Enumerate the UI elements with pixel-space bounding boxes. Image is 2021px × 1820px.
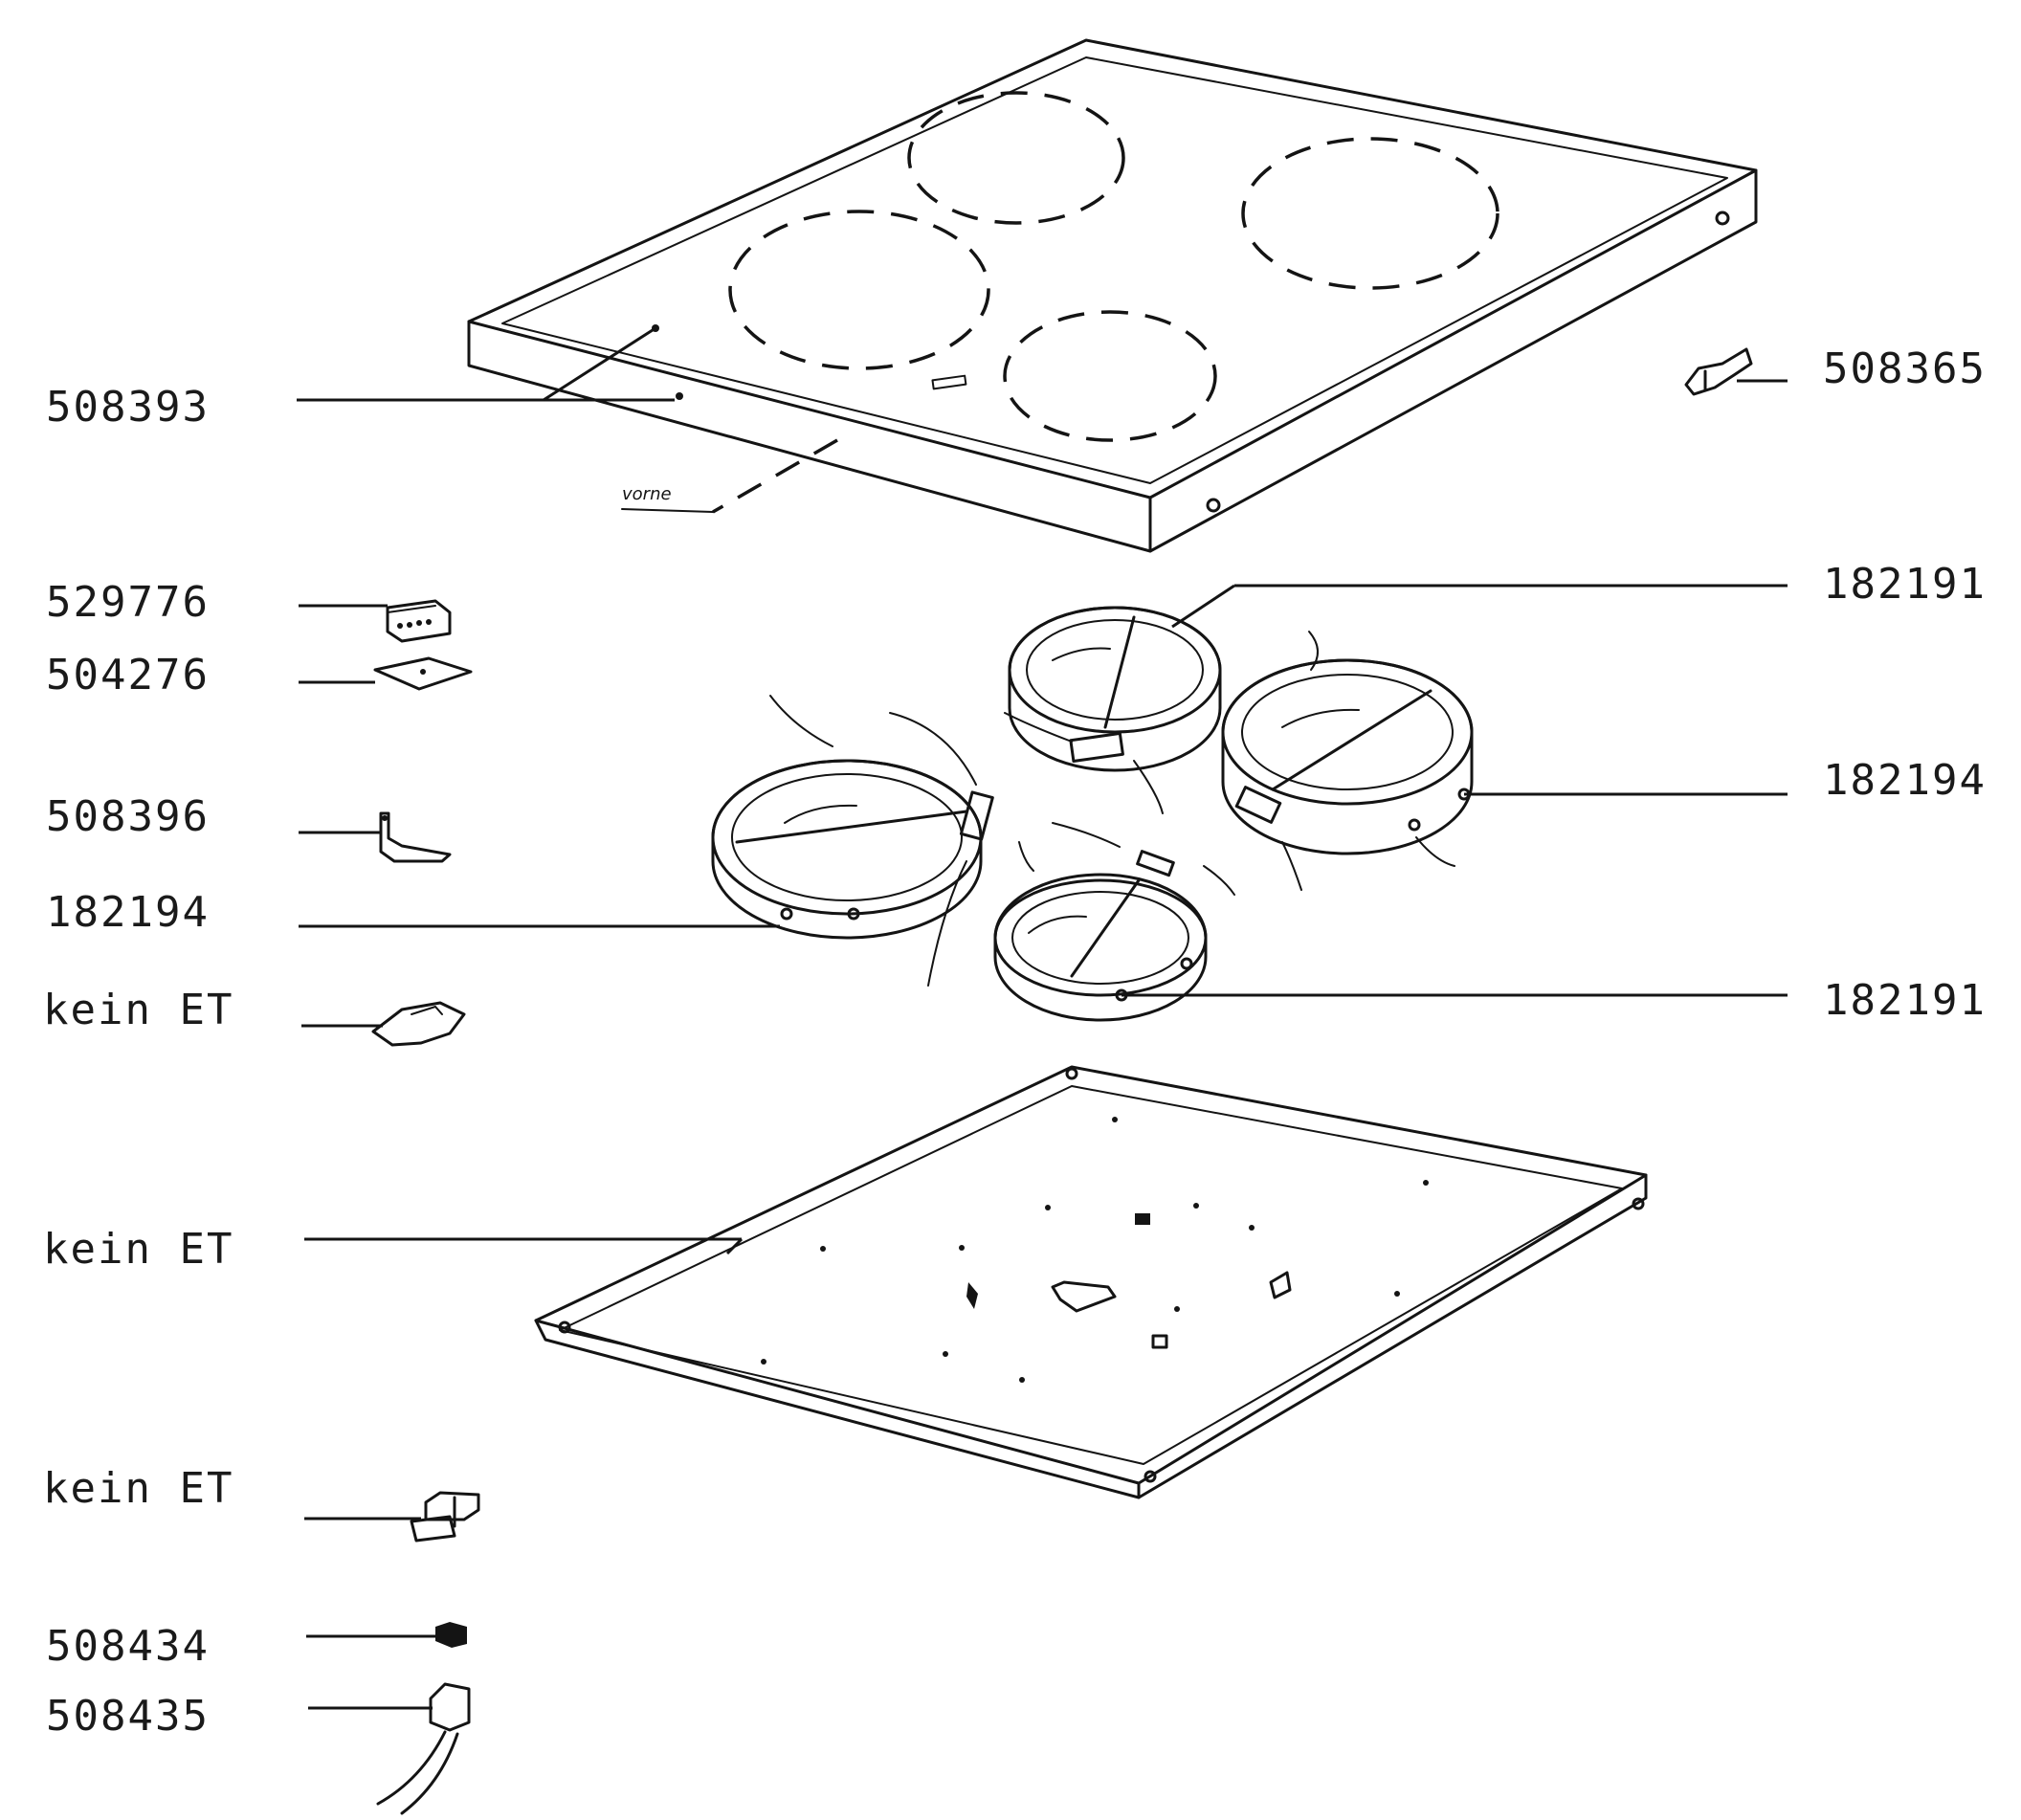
label-hinge-clip: kein ET: [43, 1464, 233, 1513]
hinge-clip-part: [410, 1491, 480, 1543]
right-bracket-part: [1684, 347, 1753, 396]
fix-clip-part: [371, 1001, 466, 1047]
label-fix-clip: kein ET: [43, 986, 233, 1034]
label-bracket-right: 508365: [1823, 344, 1987, 393]
clip-part: [379, 811, 452, 863]
heater-right-182194: [1221, 631, 1474, 891]
insulation-plate-part: [373, 656, 473, 691]
label-heater-right: 182194: [1823, 756, 1987, 805]
label-heater-top: 182191: [1823, 560, 1987, 609]
heater-front-182191: [993, 822, 1235, 1022]
label-heater-front: 182191: [1823, 976, 1987, 1025]
base-tray: [534, 1065, 1648, 1499]
leader-lines: [297, 326, 1788, 1710]
label-cable-clamp: 508435: [46, 1692, 210, 1741]
front-note: vorne: [622, 484, 672, 504]
screw-part: [435, 1622, 467, 1648]
glass-ceramic-top: [467, 38, 1758, 553]
cable-clamp-part: [376, 1682, 471, 1815]
heater-left-182194: [711, 695, 994, 987]
label-glass-top: 508393: [46, 383, 210, 432]
front-marker: vorne: [621, 438, 838, 514]
label-insulation-plate: 504276: [46, 651, 210, 699]
label-clip: 508396: [46, 792, 210, 841]
terminal-block-part: [386, 599, 452, 643]
label-terminal-block: 529776: [46, 578, 210, 627]
label-screw: 508434: [46, 1622, 210, 1671]
heater-top-182191: [1004, 606, 1222, 814]
label-heater-left: 182194: [46, 888, 210, 937]
label-base-tray: kein ET: [43, 1225, 233, 1274]
